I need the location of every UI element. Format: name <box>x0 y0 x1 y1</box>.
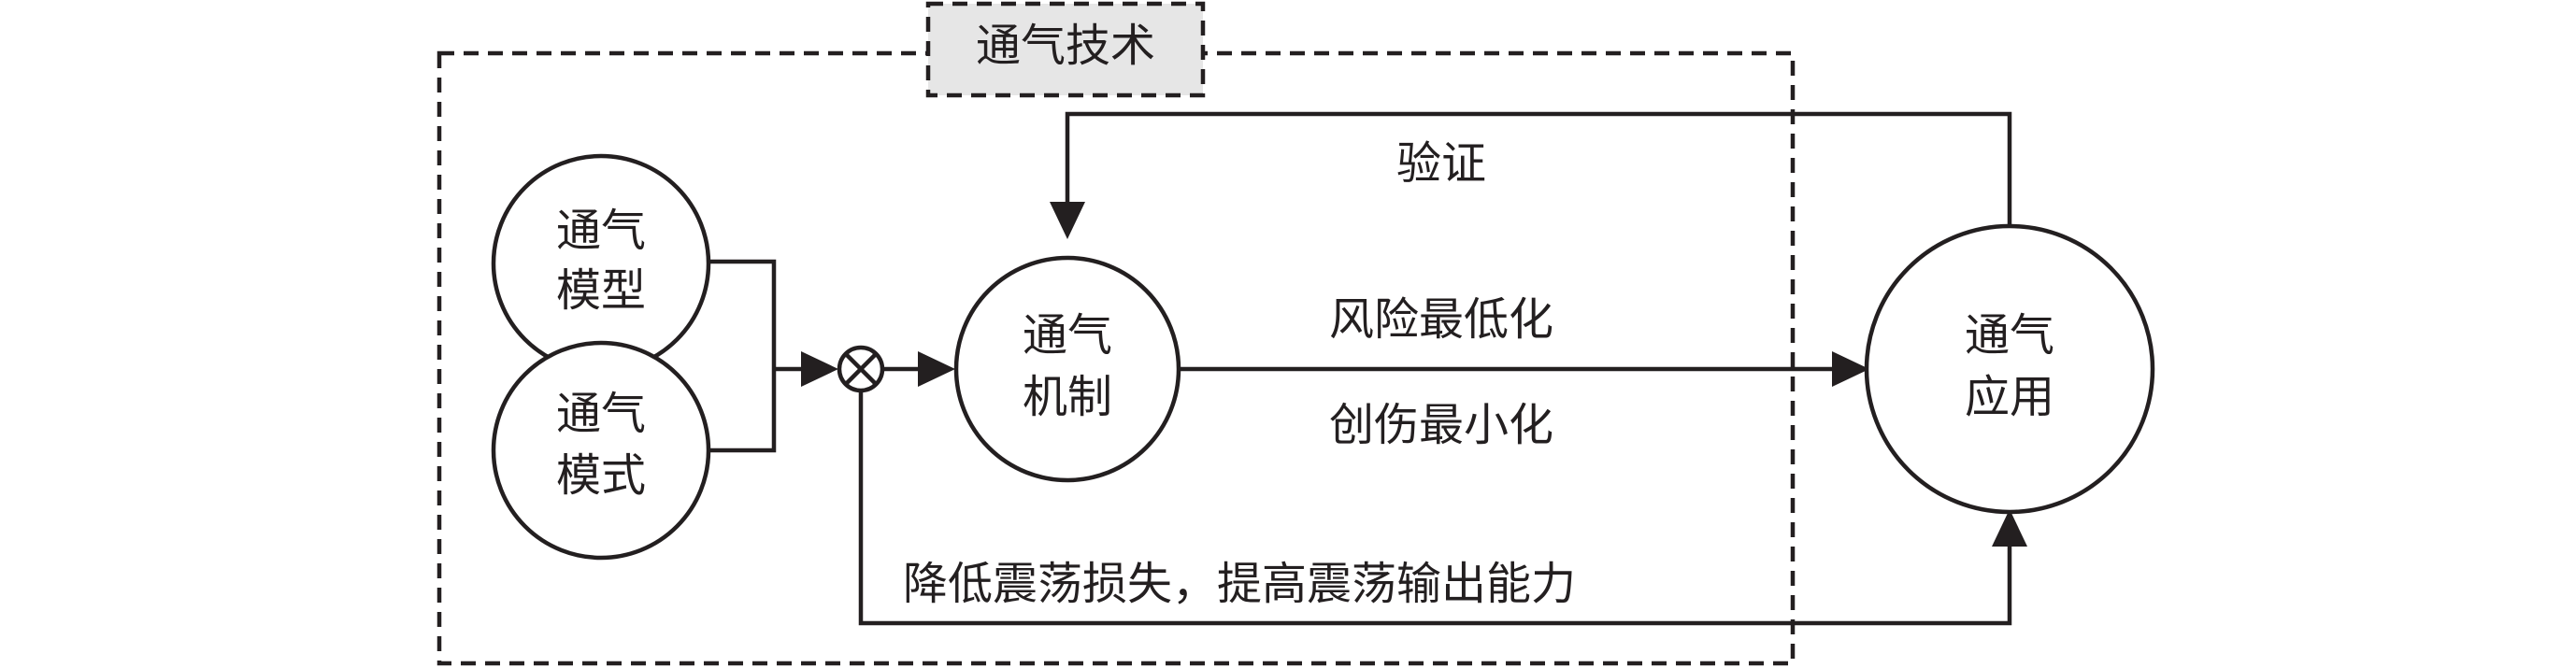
merge-arrowhead <box>801 351 838 387</box>
mechanism-input-arrowhead <box>918 351 955 387</box>
ventilation-model-circle <box>491 153 711 374</box>
combine-x-icon <box>837 345 885 393</box>
ventilation-application-label-line2: 应用 <box>1965 371 2054 423</box>
bottom-path-line <box>858 391 2012 626</box>
bottom-path-label: 降低震荡损失，提高震荡输出能力 <box>903 558 1576 610</box>
application-input-arrowhead <box>1832 351 1869 387</box>
ventilation-mode-label-line1: 通气 <box>556 388 646 440</box>
ventilation-mode-circle <box>491 340 711 561</box>
input-merge-bracket <box>708 259 777 453</box>
goal-injury-label: 创伤最小化 <box>1329 399 1553 451</box>
ventilation-application-label-line1: 通气 <box>1965 309 2054 362</box>
feedback-loop-line <box>1065 111 2012 226</box>
node-ventilation-mode: 通气 模式 <box>491 340 711 561</box>
ventilation-mode-label-line2: 模式 <box>556 449 646 502</box>
ventilation-mechanism-label-line2: 机制 <box>1023 371 1112 423</box>
technology-title-border <box>925 1 1206 98</box>
ventilation-model-label-line2: 模型 <box>556 264 646 317</box>
node-ventilation-model: 通气 模型 <box>491 153 711 374</box>
ventilation-mechanism-circle <box>953 255 1181 483</box>
feedback-arrowhead <box>1050 202 1085 239</box>
junction-cross-b <box>844 352 878 386</box>
bottom-path-arrowhead <box>1992 509 2027 547</box>
goal-risk-label: 风险最低化 <box>1329 293 1553 346</box>
technology-title-background <box>928 4 1203 95</box>
node-ventilation-application: 通气 应用 <box>1864 223 2155 515</box>
ventilation-model-label-line1: 通气 <box>556 205 646 257</box>
technology-title-label: 通气技术 <box>976 20 1155 72</box>
technology-boundary <box>436 50 1796 666</box>
ventilation-mechanism-label-line1: 通气 <box>1023 309 1112 362</box>
feedback-label: 验证 <box>1396 137 1486 190</box>
node-ventilation-mechanism: 通气 机制 <box>953 255 1181 483</box>
technology-title-box: 通气技术 <box>925 1 1206 98</box>
ventilation-application-circle <box>1864 223 2155 515</box>
